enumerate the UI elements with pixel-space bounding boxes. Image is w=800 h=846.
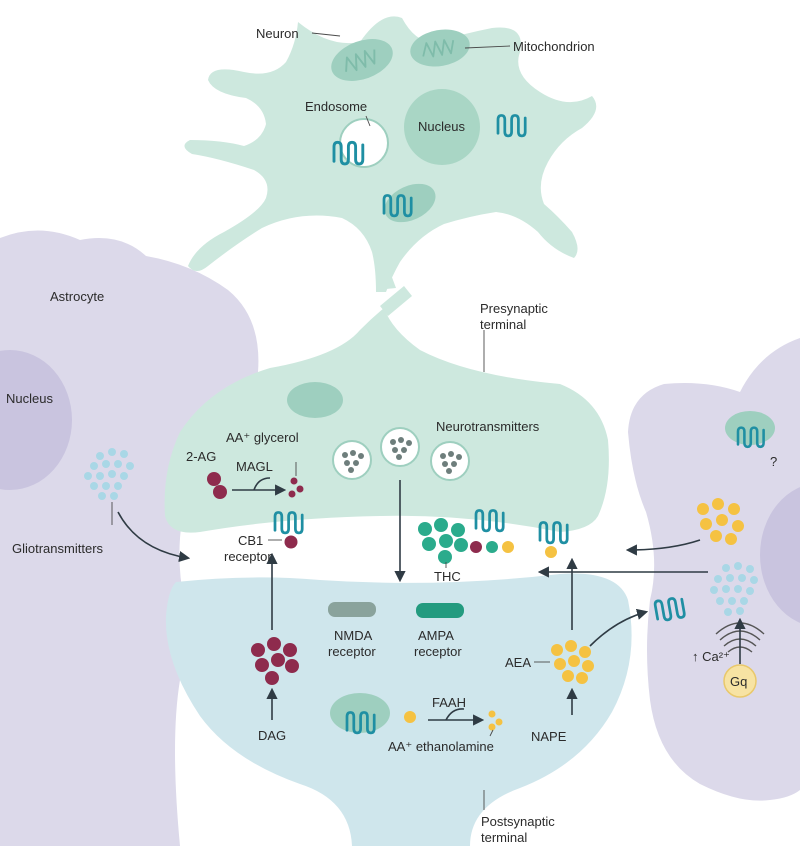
label-aea: AEA [505,655,531,670]
synaptic-vesicles [332,427,470,481]
label-faah: FAAH [432,695,466,710]
label-mitochondrion: Mitochondrion [513,39,595,54]
aa-glycerol-products [288,477,304,498]
leader-lines [111,32,550,810]
label-ampa: AMPA [418,628,454,643]
right-astrocyte [628,338,800,801]
label-aa-ethanolamine: AA⁺ ethanolamine [388,739,494,754]
nmda-receptor [328,602,376,617]
label-cb1-receptor: receptor [224,549,272,564]
left-astrocyte [0,230,259,846]
postsynaptic-terminal [165,573,632,846]
gliotransmitter-cluster-left [84,448,134,500]
label-astrocyte-nucleus: Nucleus [6,391,53,406]
two-ag-molecule [213,485,227,499]
label-cb1: CB1 [238,533,263,548]
label-endosome: Endosome [305,99,367,114]
thc-bound-two-ag [470,541,482,553]
label-aa-glycerol: AA⁺ glycerol [226,430,299,445]
label-gliotransmitters: Gliotransmitters [12,541,104,556]
axon-upper [376,272,396,290]
two-ag-cluster [251,637,299,685]
neuron-nucleus [404,89,480,165]
label-question: ? [770,454,777,469]
aea-to-astrocyte-arrow [589,608,649,647]
two-ag-molecule [207,472,221,486]
bound-two-ag [284,535,298,549]
label-nmda-receptor: receptor [328,644,376,659]
label-postsynaptic-terminal: terminal [481,830,527,845]
label-postsynaptic: Postsynaptic [481,814,555,829]
label-neurotransmitters: Neurotransmitters [436,419,540,434]
label-neuron-nucleus: Nucleus [418,119,465,134]
gq-protein [723,664,757,698]
label-two-ag: 2-AG [186,449,216,464]
thc-bound-thc [486,541,498,553]
bound-aea [545,546,557,558]
aea-cluster-astrocyte [697,498,744,545]
aa-ethanolamine-products [488,710,503,731]
label-ampa-receptor: receptor [414,644,462,659]
presynaptic-mitochondrion [287,382,343,418]
thc-cluster [418,518,468,564]
label-magl: MAGL [236,459,273,474]
left-astrocyte-nucleus [0,350,72,490]
label-presynaptic-terminal: terminal [480,317,526,332]
label-thc: THC [434,569,461,584]
ampa-receptor [416,603,464,618]
presynaptic-terminal [164,308,609,533]
gliotransmitter-cluster-right [710,562,758,616]
gliotransmitter-arrow-left [117,511,191,563]
label-astrocyte: Astrocyte [50,289,104,304]
aea-molecule [404,711,416,723]
aea-cluster [551,640,594,684]
label-dag: DAG [258,728,286,743]
label-nmda: NMDA [334,628,373,643]
right-astrocyte-nucleus [760,487,800,623]
faah-side-arrow [445,708,465,721]
neuron-cell-body [184,16,597,293]
label-neuron: Neuron [256,26,299,41]
label-calcium: ↑ Ca²⁺ [692,649,730,664]
magl-side-arrow [253,477,271,491]
neuron-mitochondrion-2 [410,29,470,67]
axon-lower [380,286,412,316]
astrocyte-aea-arrow [625,539,701,556]
label-presynaptic: Presynaptic [480,301,548,316]
label-gq: Gq [730,674,747,689]
label-nape: NAPE [531,729,567,744]
thc-bound-aea [502,541,514,553]
